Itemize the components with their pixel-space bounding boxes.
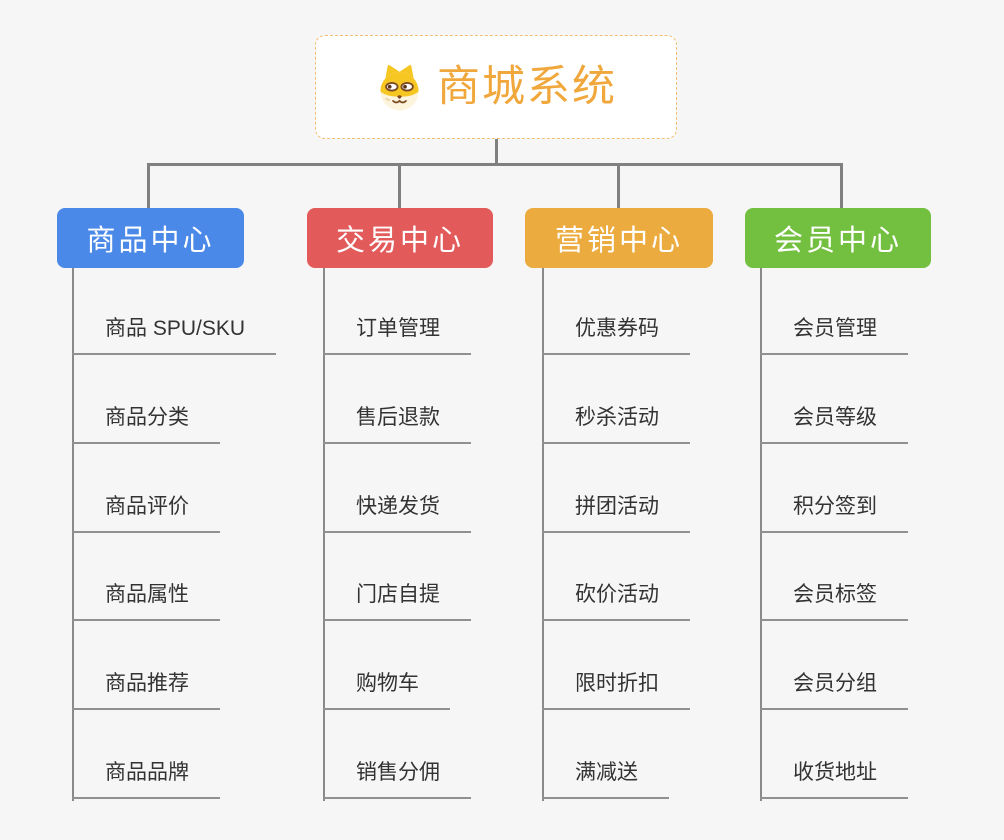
leaf-node[interactable]: 会员管理 [760,309,908,355]
leaf-node[interactable]: 商品分类 [72,398,220,444]
leaf-node[interactable]: 会员等级 [760,398,908,444]
leaf-node[interactable]: 拼团活动 [542,487,690,533]
branch-node-member-center[interactable]: 会员中心 [745,208,931,268]
leaf-node[interactable]: 门店自提 [323,575,471,621]
branch-node-trade-center[interactable]: 交易中心 [307,208,493,268]
leaf-node[interactable]: 商品推荐 [72,664,220,710]
connector-drop-2 [398,163,401,209]
leaf-node[interactable]: 商品属性 [72,575,220,621]
leaf-node[interactable]: 会员分组 [760,664,908,710]
branch-node-product-center[interactable]: 商品中心 [57,208,244,268]
doge-face-icon [375,63,424,112]
leaf-node[interactable]: 满减送 [542,753,669,799]
root-title: 商城系统 [437,62,617,111]
leaf-node[interactable]: 商品评价 [72,487,220,533]
leaf-node[interactable]: 购物车 [323,664,450,710]
leaf-node[interactable]: 售后退款 [323,398,471,444]
column-line [542,268,544,801]
connector-drop-3 [617,163,620,209]
leaf-node[interactable]: 积分签到 [760,487,908,533]
root-node-mall-system[interactable]: 商城系统 [315,35,677,139]
leaf-node[interactable]: 秒杀活动 [542,398,690,444]
connector-horizontal [147,163,843,166]
leaf-node[interactable]: 商品品牌 [72,753,220,799]
branch-label: 营销中心 [554,225,683,257]
leaf-node[interactable]: 销售分佣 [323,753,471,799]
leaf-node[interactable]: 快递发货 [323,487,471,533]
branch-label: 商品中心 [86,225,215,257]
leaf-node[interactable]: 商品 SPU/SKU [72,309,277,355]
leaf-node[interactable]: 会员标签 [760,575,908,621]
leaf-node[interactable]: 订单管理 [323,309,471,355]
leaf-node[interactable]: 砍价活动 [542,575,690,621]
connector-root-drop [495,139,498,164]
column-line [323,268,325,801]
connector-drop-4 [840,163,843,209]
branch-node-marketing-center[interactable]: 营销中心 [525,208,713,268]
branch-label: 会员中心 [773,225,902,257]
connector-drop-1 [147,163,150,209]
column-line [72,268,74,801]
leaf-node[interactable]: 收货地址 [760,753,908,799]
branch-label: 交易中心 [335,225,464,257]
column-line [760,268,762,801]
leaf-node[interactable]: 优惠券码 [542,309,690,355]
leaf-node[interactable]: 限时折扣 [542,664,690,710]
